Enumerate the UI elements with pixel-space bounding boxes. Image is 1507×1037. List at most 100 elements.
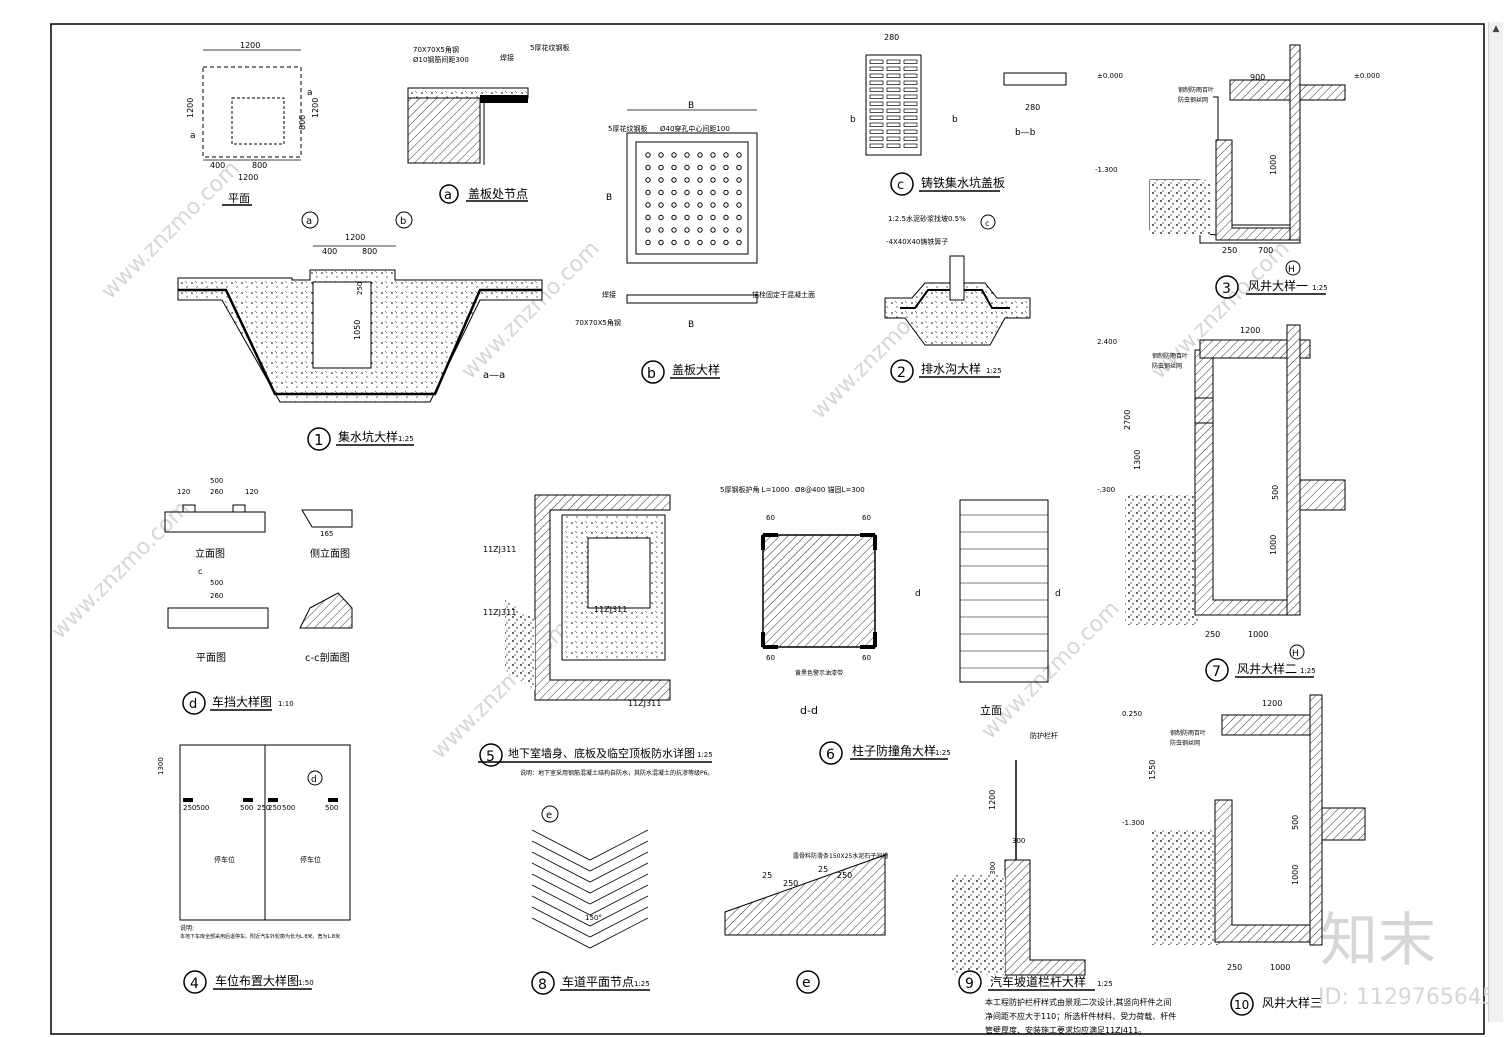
slot <box>886 80 901 85</box>
svg-text:5厚钢板护角 L=1000: 5厚钢板护角 L=1000 <box>720 485 789 494</box>
svg-text:焊接: 焊接 <box>500 53 514 62</box>
hole <box>736 177 742 183</box>
slot <box>869 101 884 106</box>
svg-text:11ZJ311: 11ZJ311 <box>628 699 661 708</box>
detail-4-parking-layout: 1300 250 500 500 250 250 500 500 d 停车位 停… <box>157 744 351 994</box>
sublabel-side: 侧立面图 <box>310 547 350 560</box>
slot <box>903 136 918 141</box>
slot <box>886 59 901 64</box>
svg-text:B: B <box>688 101 694 111</box>
slot <box>869 87 884 92</box>
svg-text:250: 250 <box>1205 630 1220 639</box>
hole <box>658 152 664 158</box>
svg-text:1:25: 1:25 <box>634 980 650 988</box>
svg-text:1000: 1000 <box>1269 155 1278 175</box>
marker-e: e <box>802 975 811 991</box>
sublabel-plan2: 平面图 <box>196 652 226 664</box>
svg-text:120: 120 <box>177 488 190 496</box>
svg-text:c: c <box>985 219 989 228</box>
detail-6-column-guard: 5厚钢板护角 L=1000 Ø8@400 锚固L=300 60 60 60 60… <box>720 485 1061 765</box>
hole <box>697 202 703 208</box>
hole <box>684 202 690 208</box>
sublabel-bb: b—b <box>1015 128 1036 138</box>
title-detail-d: 车挡大样图 <box>212 694 272 709</box>
hole <box>697 177 703 183</box>
marker-5: 5 <box>486 749 495 765</box>
hole <box>710 214 716 221</box>
slot <box>903 115 918 120</box>
drawing-border <box>50 23 1485 1035</box>
marker-8: 8 <box>538 977 547 993</box>
svg-text:-.300: -.300 <box>1097 486 1115 494</box>
slot <box>886 73 901 78</box>
hole <box>671 177 677 183</box>
marker-c: c <box>897 178 904 193</box>
detail-1-pit-section: 1200 400 800 1050 250 a b a—a 1 集水坑大样 1:… <box>177 211 543 451</box>
hole <box>697 214 703 221</box>
svg-text:-1.300: -1.300 <box>1095 166 1118 174</box>
svg-text:1200: 1200 <box>238 173 258 182</box>
hole <box>645 202 651 208</box>
slot <box>869 108 884 113</box>
hole <box>671 202 677 208</box>
title-detail-8: 车道平面节点 <box>562 974 634 989</box>
hole <box>684 177 690 183</box>
slot <box>886 115 901 120</box>
hole <box>723 239 729 246</box>
svg-text:a: a <box>306 216 312 227</box>
title-detail-2: 排水沟大样 <box>921 361 981 376</box>
detail-e-ramp-section: 25 250 25 250 露骨料防滑条150X25水泥石子间槽 e <box>724 852 888 994</box>
svg-text:2.400: 2.400 <box>1097 338 1117 346</box>
chevron-line <box>531 884 649 916</box>
svg-text:60: 60 <box>766 654 775 662</box>
hole <box>684 189 690 196</box>
svg-text:本地下车库全部采用后退停车。附近汽车外轮廓为长为L.8米，宽: 本地下车库全部采用后退停车。附近汽车外轮廓为长为L.8米，宽为L.8米 <box>180 933 340 940</box>
svg-text:500: 500 <box>1271 485 1280 500</box>
slot <box>886 108 901 113</box>
watermark-brand: 知末 <box>1320 906 1436 974</box>
svg-text:B: B <box>688 320 694 330</box>
slot <box>886 136 901 141</box>
svg-text:说明:: 说明: <box>180 924 194 932</box>
hole <box>645 239 651 246</box>
svg-text:Ø10钢筋间距300: Ø10钢筋间距300 <box>413 55 469 64</box>
svg-text:1:25: 1:25 <box>1312 284 1328 292</box>
svg-text:260: 260 <box>210 488 223 496</box>
hole <box>736 214 742 221</box>
hole <box>710 177 716 183</box>
slot <box>886 101 901 106</box>
svg-text:11ZJ311: 11ZJ311 <box>483 608 516 617</box>
svg-text:露骨料防滑条150X25水泥石子间槽: 露骨料防滑条150X25水泥石子间槽 <box>793 852 888 860</box>
svg-text:900: 900 <box>1250 73 1265 82</box>
svg-text:1:25: 1:25 <box>398 435 414 443</box>
slot <box>886 122 901 127</box>
hole <box>645 164 651 171</box>
pit-plan: 1200 400 800 1200 1200 1200 800 a a 平面 <box>186 41 320 206</box>
svg-text:1200: 1200 <box>186 98 195 118</box>
svg-text:焊接: 焊接 <box>602 290 616 299</box>
vertical-scrollbar[interactable] <box>1488 22 1503 1022</box>
hole <box>736 202 742 208</box>
svg-text:5厚花纹钢板: 5厚花纹钢板 <box>530 43 569 52</box>
svg-text:防虫钢丝网: 防虫钢丝网 <box>1178 96 1208 104</box>
svg-text:500: 500 <box>1291 815 1300 830</box>
slot <box>903 59 918 64</box>
svg-text:11ZJ311: 11ZJ311 <box>483 545 516 554</box>
hole <box>658 227 664 233</box>
watermark-id: ID: 1129765645 <box>1318 985 1496 1010</box>
chevron-pattern <box>531 829 649 949</box>
detail-10-air-shaft: 0.250 -1.300 1200 1550 500 1000 250 1000… <box>1122 694 1366 1016</box>
scroll-up-arrow-icon[interactable]: ▲ <box>1492 24 1500 34</box>
slot <box>903 129 918 134</box>
title-detail-9: 汽车坡道栏杆大样 <box>990 974 1086 989</box>
sublabel-aa: a—a <box>483 370 505 381</box>
slot <box>886 66 901 71</box>
detail-c-cast-iron-cover: 280 b b 280 b—b c 铸铁集水坑盖板 <box>850 33 1067 196</box>
hole <box>710 227 716 233</box>
hole <box>671 239 677 246</box>
svg-text:a: a <box>307 88 313 98</box>
svg-text:1200: 1200 <box>1240 326 1260 335</box>
svg-text:1:25: 1:25 <box>1097 980 1113 988</box>
hole <box>658 214 664 221</box>
